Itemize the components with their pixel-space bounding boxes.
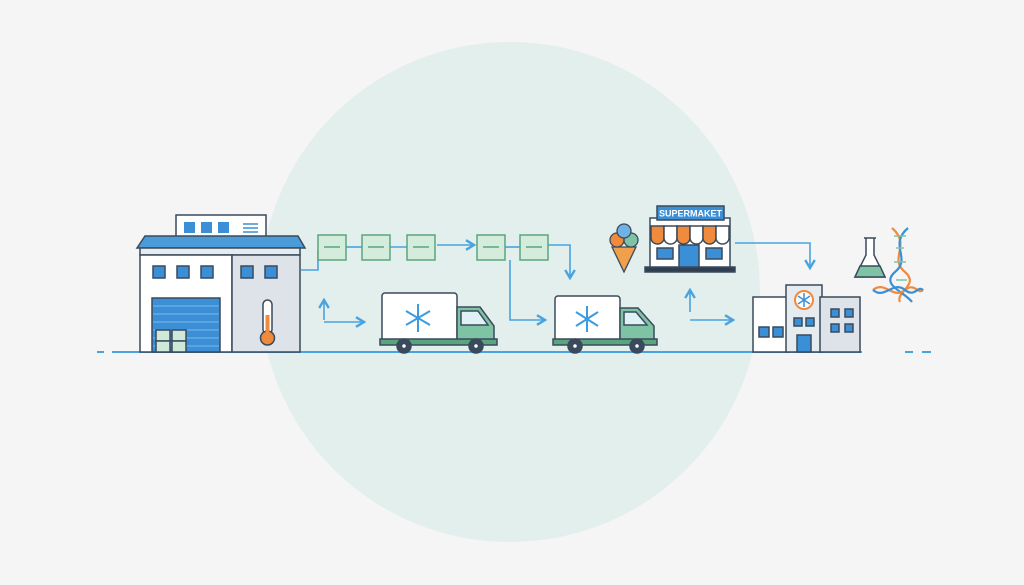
hospital-building-icon [752, 284, 861, 353]
snowflake-icon [405, 304, 431, 332]
flask-icon [853, 237, 887, 278]
thermometer-icon [259, 299, 276, 346]
ice-cream-icon [609, 223, 639, 274]
refrigerated-truck-icon [379, 292, 498, 354]
supermarket-icon [644, 205, 736, 273]
cargo-boxes [317, 234, 549, 261]
supermarket-sign: SUPERMAKET [659, 209, 723, 219]
warehouse-icon [135, 214, 307, 353]
dna-icon [872, 227, 924, 303]
snowflake-icon [575, 306, 599, 332]
refrigerated-truck-icon [552, 295, 658, 354]
